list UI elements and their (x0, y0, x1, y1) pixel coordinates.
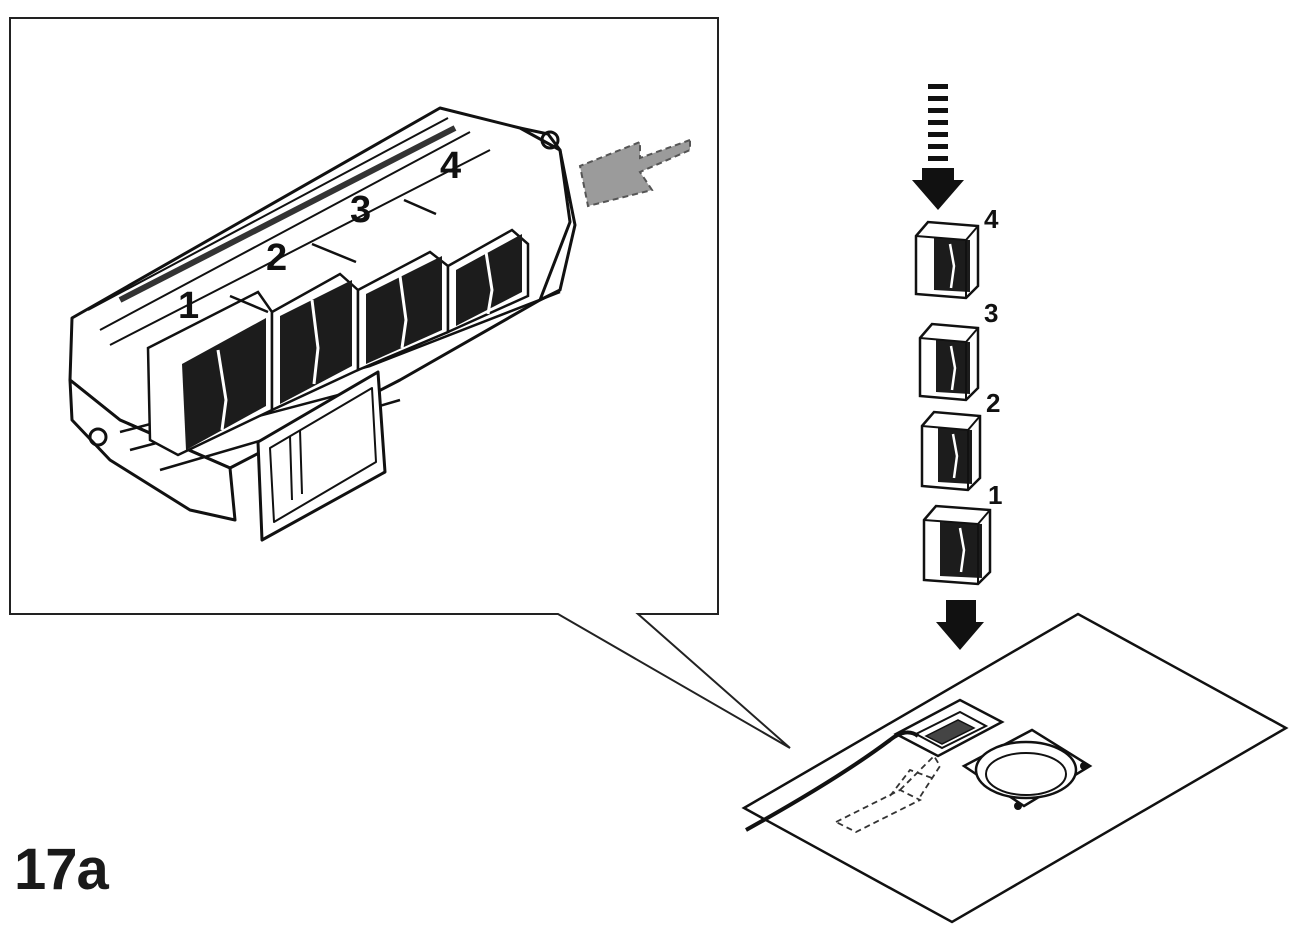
mounting-lug-icon (88, 427, 108, 447)
stack-cartridge-2 (920, 410, 982, 492)
insertion-direction-arrow-icon (578, 138, 691, 208)
stack-cartridge-4 (914, 220, 980, 300)
stack-label-4: 4 (984, 204, 999, 234)
stack-label-2: 2 (986, 388, 1000, 418)
duct-opening (974, 740, 1078, 800)
stack-cartridge-3 (918, 322, 980, 402)
position-label-2: 2 (266, 237, 287, 279)
housing-cartridge-4 (446, 228, 530, 334)
position-label-4: 4 (440, 145, 461, 187)
mounting-plate (741, 612, 1289, 924)
callout-frame (9, 17, 791, 749)
down-motion-arrow-icon (912, 84, 964, 210)
housing-cartridge-3 (356, 250, 450, 372)
stack-label-3: 3 (984, 298, 998, 328)
housing-cartridge-2 (270, 272, 360, 412)
cable (745, 730, 920, 832)
position-label-3: 3 (350, 189, 371, 231)
down-arrow-icon (936, 600, 984, 650)
mounting-lug-icon (540, 130, 560, 150)
housing-cartridges (146, 198, 530, 457)
cartridge-stack: 4 3 2 1 (912, 84, 1002, 650)
callout-detail-view: 1 2 3 4 (9, 17, 791, 749)
stack-label-1: 1 (988, 480, 1002, 510)
position-label-1: 1 (178, 285, 199, 327)
drawer-tray (256, 370, 387, 542)
figure-label: 17a (14, 837, 109, 902)
stack-cartridge-1 (922, 504, 992, 586)
